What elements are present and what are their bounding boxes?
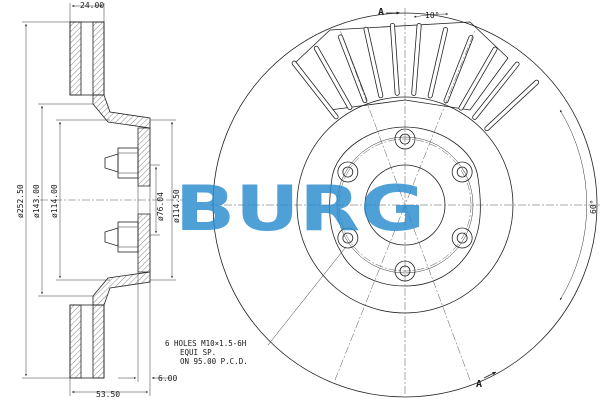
brand-watermark: BURG [175,172,425,245]
vent-slot-inner [338,35,367,103]
angle-60-arc [559,109,588,301]
dim-dia-76: ø76.04 [156,192,165,221]
section-bolt-hole-bottom [104,221,139,253]
section-bolt-hole-top [104,147,139,179]
bolt-hole [451,161,473,183]
dim-angle-holes: 60° [589,200,598,214]
hat-wall-bottom [92,271,151,306]
vent-slot-inner [444,35,473,103]
dim-dia-11450: ø114.50 [172,189,181,223]
ring-outline-bottom [69,304,105,379]
hole-note-leader [267,247,346,346]
angle-10-arc [413,12,449,18]
dim-dia-114: ø114.00 [50,184,59,218]
friction-ring-top-inner [92,21,105,96]
vent-slot-inner [390,23,399,95]
vent-slot-inner [428,27,448,98]
dim-dia-143: ø143.00 [32,184,41,218]
vent-slot-inner [473,62,519,120]
front-centerline-diag2 [334,29,476,381]
front-view: 60° 10° A A 6 HOLES M10×1.5-6H EQUI SP. … [165,7,600,398]
friction-ring-bottom [69,304,82,379]
dim-width-bottom: 53.50 [96,390,120,399]
hat-wall-top [92,94,151,129]
section-mark-top: A [378,7,384,18]
dim-outer-diameter: ø252.50 [16,184,25,218]
vent-slots [291,22,540,132]
hole-note-line3: ON 95.00 P.C.D. [180,357,248,366]
vent-slot-inner [485,80,539,131]
hole-note-line2: EQUI SP. [180,348,216,357]
vent-slot-inner [364,27,383,98]
dim-thickness: 6.00 [158,374,177,383]
bolt-holes [337,128,473,282]
pcd-circle [338,138,472,272]
hole-note-line1: 6 HOLES M10×1.5-6H [165,339,247,348]
section-mark-bottom: A [476,379,482,390]
dim-angle-vent: 10° [425,11,439,20]
bolt-hole [394,260,416,282]
vent-slot-inner [412,23,421,96]
hat-flange-bottom [137,213,151,273]
vent-slot-inner [292,61,338,119]
hat-flange-top [137,127,151,187]
dim-width-top: 24.00 [80,1,104,10]
ring-outline-top [69,21,105,96]
bolt-hole [337,161,359,183]
friction-ring-top [69,21,82,96]
bolt-hole [394,128,416,150]
bolt-hole [451,227,473,249]
vent-cutaway [295,21,509,111]
section-view: ø252.50 ø143.00 ø114.00 ø76.04 ø114.50 2… [16,1,185,399]
vent-slot-inner [314,46,352,110]
friction-ring-bottom-inner [92,304,105,379]
bolt-hole [337,227,359,249]
vent-slot-inner [459,47,497,110]
